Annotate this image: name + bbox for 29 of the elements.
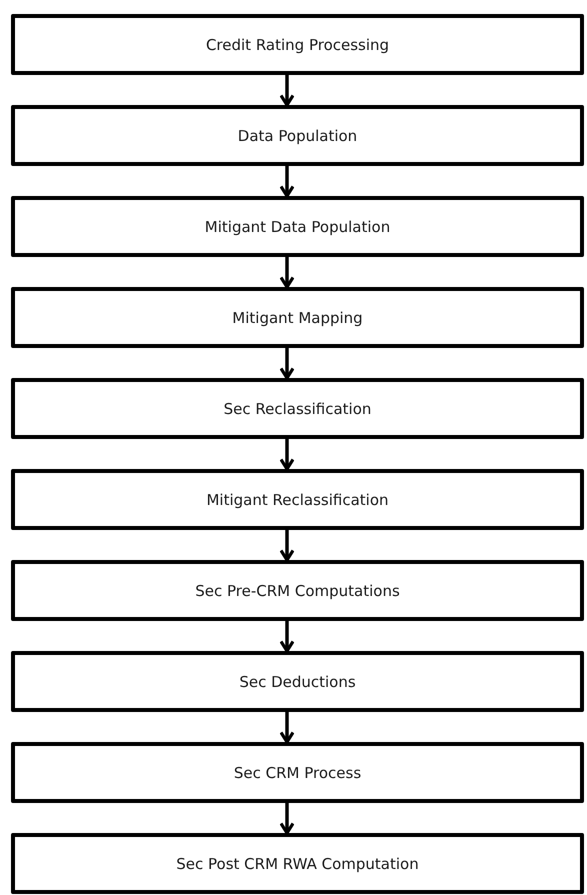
step-label: Sec Pre-CRM Computations <box>195 582 400 600</box>
process-box <box>11 651 584 712</box>
step-label: Mitigant Reclassification <box>206 490 389 508</box>
process-box <box>11 742 584 803</box>
process-box <box>11 469 584 530</box>
step-label: Credit Rating Processing <box>206 36 390 54</box>
process-box <box>11 196 584 257</box>
arrow <box>279 621 295 653</box>
arrow <box>279 257 295 289</box>
arrow <box>279 348 295 380</box>
step-label: Sec Deductions <box>239 672 356 690</box>
step-label: Mitigant Data Population <box>204 218 390 236</box>
arrow <box>279 530 295 562</box>
arrow <box>279 166 295 198</box>
step-label: Data Population <box>238 126 358 144</box>
arrow <box>279 439 295 471</box>
step-label: Mitigant Mapping <box>232 308 363 326</box>
process-box <box>11 833 584 894</box>
process-box <box>11 287 584 348</box>
step-label: Sec CRM Process <box>234 764 362 782</box>
arrow <box>279 803 295 835</box>
process-box <box>11 105 584 166</box>
process-box <box>11 14 584 75</box>
step-label: Sec Post CRM RWA Computation <box>176 854 419 872</box>
process-box <box>11 378 584 439</box>
arrow <box>279 75 295 107</box>
arrow <box>279 712 295 744</box>
process-box <box>11 560 584 621</box>
step-label: Sec Reclassification <box>224 400 372 418</box>
